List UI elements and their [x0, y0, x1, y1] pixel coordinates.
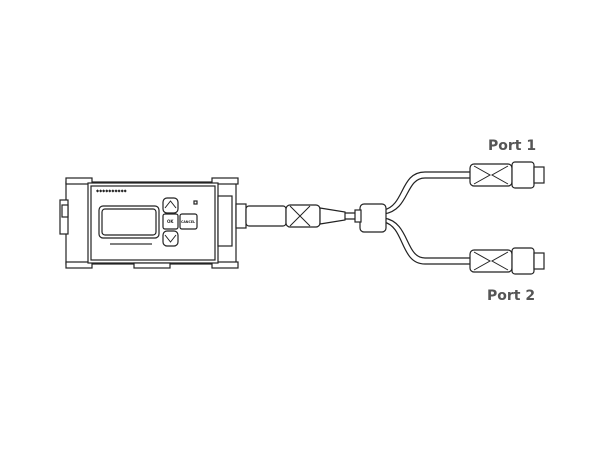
up-button[interactable] [162, 197, 179, 214]
cancel-button[interactable]: CANCEL [179, 213, 198, 230]
ok-button[interactable]: OK [162, 213, 179, 230]
xlr-male-connector [235, 203, 346, 229]
device-body: ◆◆◆◆◆◆◆◆◆◆ [59, 177, 239, 269]
brand-logo: ◆◆◆◆◆◆◆◆◆◆ [96, 188, 128, 193]
port-2-label: Port 2 [487, 288, 536, 304]
ok-label: OK [167, 219, 174, 224]
cable [345, 171, 472, 265]
down-button[interactable] [162, 230, 179, 247]
cancel-label: CANCEL [181, 220, 195, 224]
splitter-block [354, 203, 387, 233]
xlr-female-port-2 [469, 247, 545, 275]
indicator-light [193, 200, 198, 205]
display-screen [98, 205, 160, 239]
xlr-female-port-1 [469, 161, 545, 189]
port-1-label: Port 1 [488, 138, 537, 154]
